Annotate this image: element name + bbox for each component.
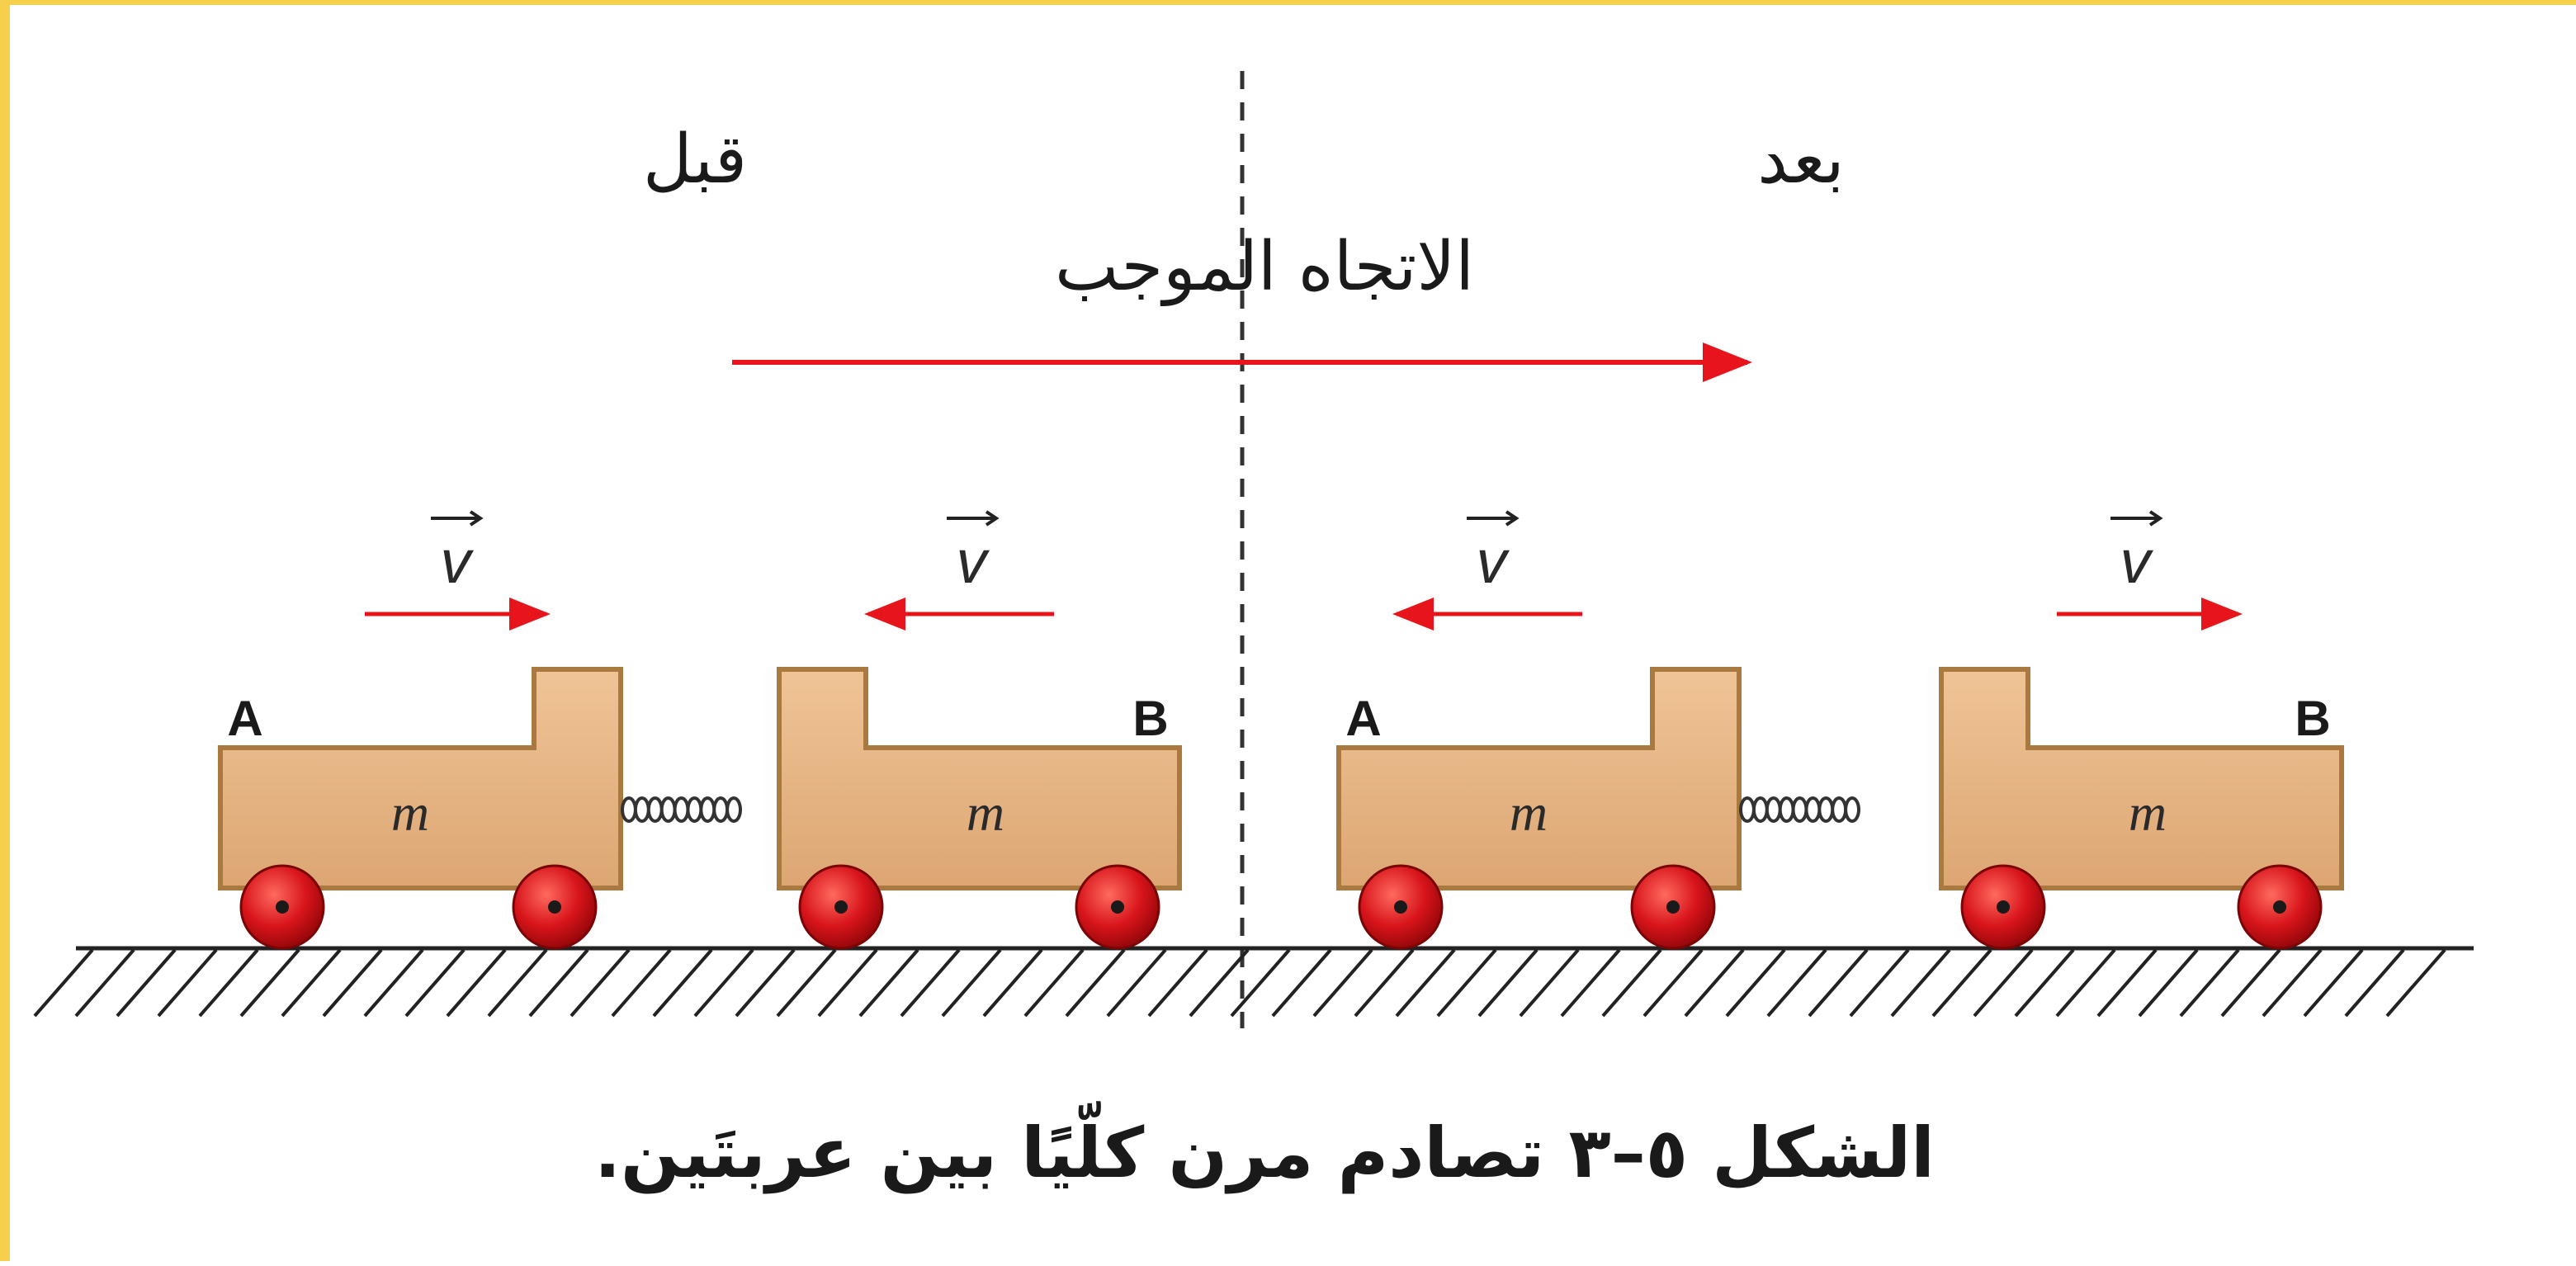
velocity-arrow-before-b: v [864, 510, 1054, 631]
cart-a-label: A [1345, 691, 1381, 746]
velocity-arrow-after-b: v [2057, 510, 2243, 631]
cart-a-label: A [227, 691, 262, 746]
velocity-arrow-after-a: v [1392, 510, 1582, 631]
wheel [239, 864, 325, 950]
velocity-arrow-before-a: v [365, 510, 551, 631]
mass-label: m [967, 783, 1004, 842]
cart-b-label: B [1132, 691, 1168, 746]
wheel [1960, 864, 2046, 950]
after-label: بعد [1757, 120, 1844, 199]
collision-figure: قبل بعد الاتجاه الموجب v v v v mAmBmAmB … [33, 71, 2474, 1194]
velocity-symbol: v [1477, 527, 1510, 596]
cart-a: mA [1336, 667, 1861, 950]
wheel [1075, 864, 1160, 950]
mass-label: m [2129, 783, 2167, 842]
wheel [2237, 864, 2323, 950]
velocity-symbol: v [2120, 527, 2154, 596]
spring [1739, 796, 1861, 824]
velocity-symbol: v [957, 527, 990, 596]
wheel [1630, 864, 1716, 950]
wheel [512, 864, 598, 950]
velocity-symbol: v [441, 527, 475, 596]
spring [621, 796, 743, 824]
mass-label: m [1510, 783, 1548, 842]
cart-b: mB [777, 667, 1182, 950]
cart-b: mB [1939, 667, 2344, 950]
positive-direction-label: الاتجاه الموجب [1055, 228, 1474, 306]
cart-a: mA [218, 667, 743, 950]
before-label: قبل [643, 120, 747, 199]
wheel [1358, 864, 1444, 950]
figure-caption: الشكل ٥–٣ تصادم مرن كلّيًا بين عربتَين. [594, 1102, 1935, 1194]
wheel [798, 864, 884, 950]
cart-b-label: B [2295, 691, 2330, 746]
ground [33, 946, 2474, 1018]
mass-label: m [391, 783, 429, 842]
